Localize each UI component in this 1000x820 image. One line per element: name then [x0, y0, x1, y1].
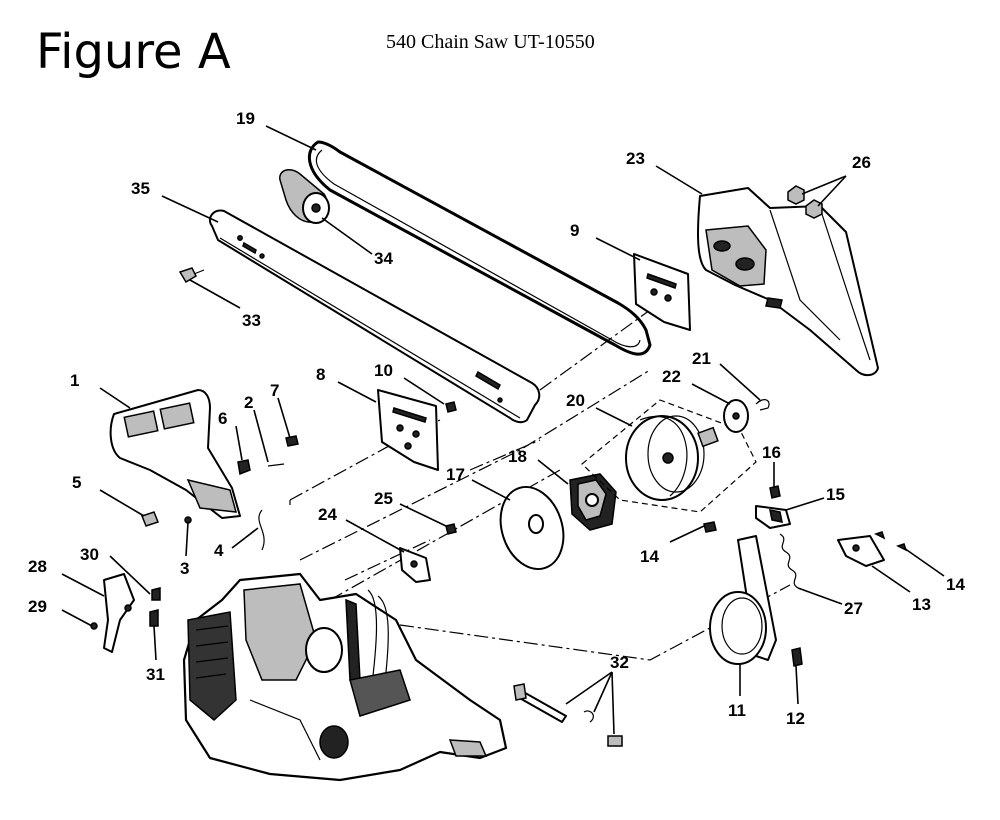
drum-pin: [769, 485, 781, 499]
guide-bar: [208, 209, 541, 424]
callout-5: 5: [72, 473, 81, 492]
handguard-hardware: [141, 435, 299, 551]
callout-24: 24: [318, 505, 337, 524]
callout-16: 16: [762, 443, 781, 462]
callout-3: 3: [180, 559, 189, 578]
clutch-washer: [499, 485, 565, 571]
callout-1: 1: [70, 371, 79, 390]
tension-bolt: [513, 683, 623, 747]
callout-19: 20: [566, 391, 585, 410]
outer-plate: [633, 253, 691, 331]
callout-31: 31: [146, 665, 165, 684]
hand-guard: [109, 389, 241, 519]
callout-14-right: 14: [946, 575, 965, 594]
inner-plate: [377, 389, 439, 471]
figure-title: Figure A: [36, 24, 231, 80]
callout-21: 21: [692, 349, 711, 368]
callout-29: 29: [28, 597, 47, 616]
callout-labels: 19 35 34 33 23 26 9 1 8 10 20 21 22 6 2 …: [28, 109, 965, 728]
callout-34: 34: [374, 249, 393, 268]
crankcase-housing: [182, 572, 508, 782]
saw-chain: [307, 140, 652, 356]
callout-26: 26: [852, 153, 871, 172]
callout-14-left: 14: [640, 547, 659, 566]
callout-17: 17: [446, 465, 465, 484]
callout-4: 4: [214, 541, 224, 560]
callout-23: 23: [626, 149, 645, 168]
clutch-drum: [581, 399, 757, 513]
callout-25: 25: [374, 489, 393, 508]
small-screws: [445, 401, 457, 535]
callout-13: 13: [912, 595, 931, 614]
callout-15: 15: [826, 485, 845, 504]
callout-28: 28: [28, 557, 47, 576]
callout-8: 8: [316, 365, 325, 384]
bar-nose-sprocket: [279, 169, 330, 224]
callout-33: 33: [242, 311, 261, 330]
bar-bolt: [178, 267, 205, 284]
brake-band: [703, 521, 803, 667]
oil-pump-bracket: [90, 573, 161, 653]
callout-27: 27: [844, 599, 863, 618]
callout-11: 11: [728, 701, 746, 720]
callout-18: 18: [508, 447, 527, 466]
callout-2: 2: [244, 393, 253, 412]
leader-lines: [61, 125, 945, 735]
chain-catcher: [399, 547, 431, 583]
callout-7: 7: [270, 381, 279, 400]
callout-35: 35: [131, 179, 150, 198]
clutch-cover: [697, 187, 879, 376]
diagram-subtitle: 540 Chain Saw UT-10550: [386, 31, 595, 53]
cover-nuts: [787, 185, 823, 219]
callout-10: 10: [374, 361, 393, 380]
brake-bracket: [837, 531, 908, 567]
clutch: [569, 473, 617, 531]
drum-washer-and-clip: [723, 399, 770, 433]
callout-9: 9: [570, 221, 579, 240]
callout-30: 30: [80, 545, 99, 564]
callout-20: 19: [236, 109, 255, 128]
callout-22: 22: [662, 367, 681, 386]
callout-12: 12: [786, 709, 805, 728]
callout-6: 6: [218, 409, 227, 428]
brake-spring-assembly: [755, 505, 799, 589]
callout-32: 32: [610, 653, 629, 672]
